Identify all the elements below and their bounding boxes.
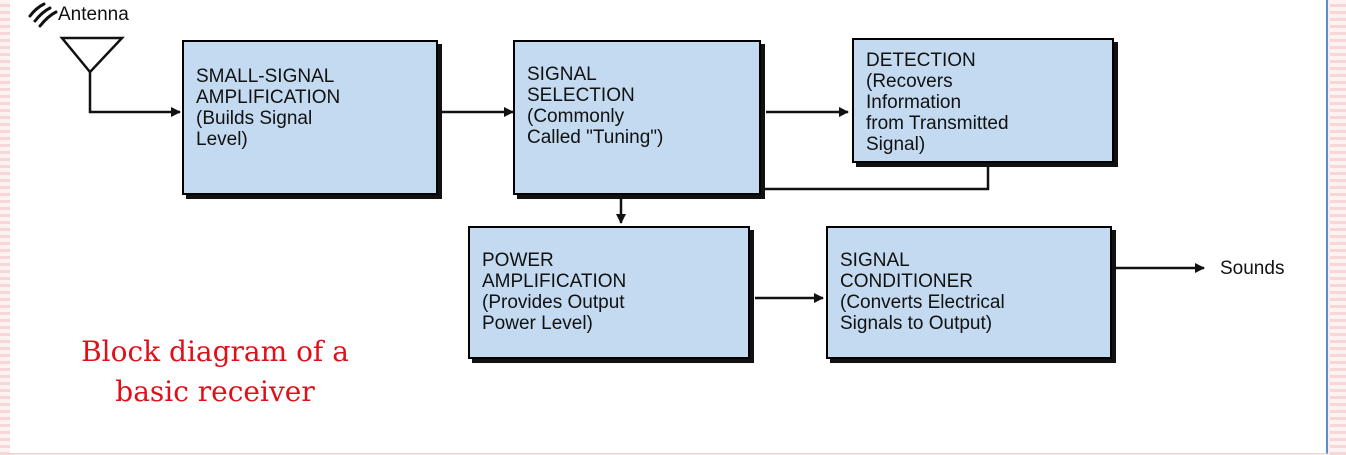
output-sounds-label: Sounds <box>1220 258 1285 279</box>
block-title-line: SIGNAL <box>840 250 910 271</box>
radio-wave-icon <box>28 2 58 28</box>
block-description-line: from Transmitted <box>866 113 1009 134</box>
wire-detection-to-power <box>616 164 990 224</box>
block-signal-conditioner: SIGNAL CONDITIONER (Converts Electrical … <box>826 226 1112 359</box>
right-border-stripe <box>1330 0 1346 455</box>
block-description-line: Signals to Output) <box>840 313 993 334</box>
block-description-line: Power Level) <box>482 313 593 334</box>
block-title-line: DETECTION <box>866 50 976 71</box>
block-description-line: Level) <box>196 129 248 150</box>
diagram-caption: Block diagram of a basic receiver <box>50 332 380 412</box>
connection-wires <box>28 2 1205 303</box>
block-description-line: (Provides Output <box>482 292 625 313</box>
block-description-line: Information <box>866 92 962 113</box>
block-title-line: SELECTION <box>527 85 635 106</box>
antenna-label: Antenna <box>58 4 129 25</box>
block-detection: DETECTION (Recovers Information from Tra… <box>852 38 1114 163</box>
block-title-line: AMPLIFICATION <box>482 271 627 292</box>
block-title-line: CONDITIONER <box>840 271 973 292</box>
caption-line: Block diagram of a <box>81 335 349 368</box>
block-title-line: AMPLIFICATION <box>196 87 341 108</box>
block-title-line: SIGNAL <box>527 64 597 85</box>
diagram-slide: Antenna SMALL-SIGNAL AMPLIFICATION (Buil… <box>10 0 1328 454</box>
block-description-line: (Builds Signal <box>196 108 313 129</box>
block-power-amplification: POWER AMPLIFICATION (Provides Output Pow… <box>468 226 750 359</box>
block-signal-selection: SIGNAL SELECTION (Commonly Called "Tunin… <box>513 40 761 195</box>
block-description-line: Signal) <box>866 134 926 155</box>
block-description-line: (Commonly <box>527 106 625 127</box>
antenna-icon <box>59 36 125 74</box>
caption-line: basic receiver <box>115 375 315 408</box>
block-description-line: Called "Tuning") <box>527 127 664 148</box>
block-title-line: SMALL-SIGNAL <box>196 66 335 87</box>
wire-antenna-to-amplification <box>88 72 181 117</box>
block-small-signal-amplification: SMALL-SIGNAL AMPLIFICATION (Builds Signa… <box>182 40 438 195</box>
block-title-line: POWER <box>482 250 554 271</box>
block-description-line: (Converts Electrical <box>840 292 1005 313</box>
block-description-line: (Recovers <box>866 71 953 92</box>
